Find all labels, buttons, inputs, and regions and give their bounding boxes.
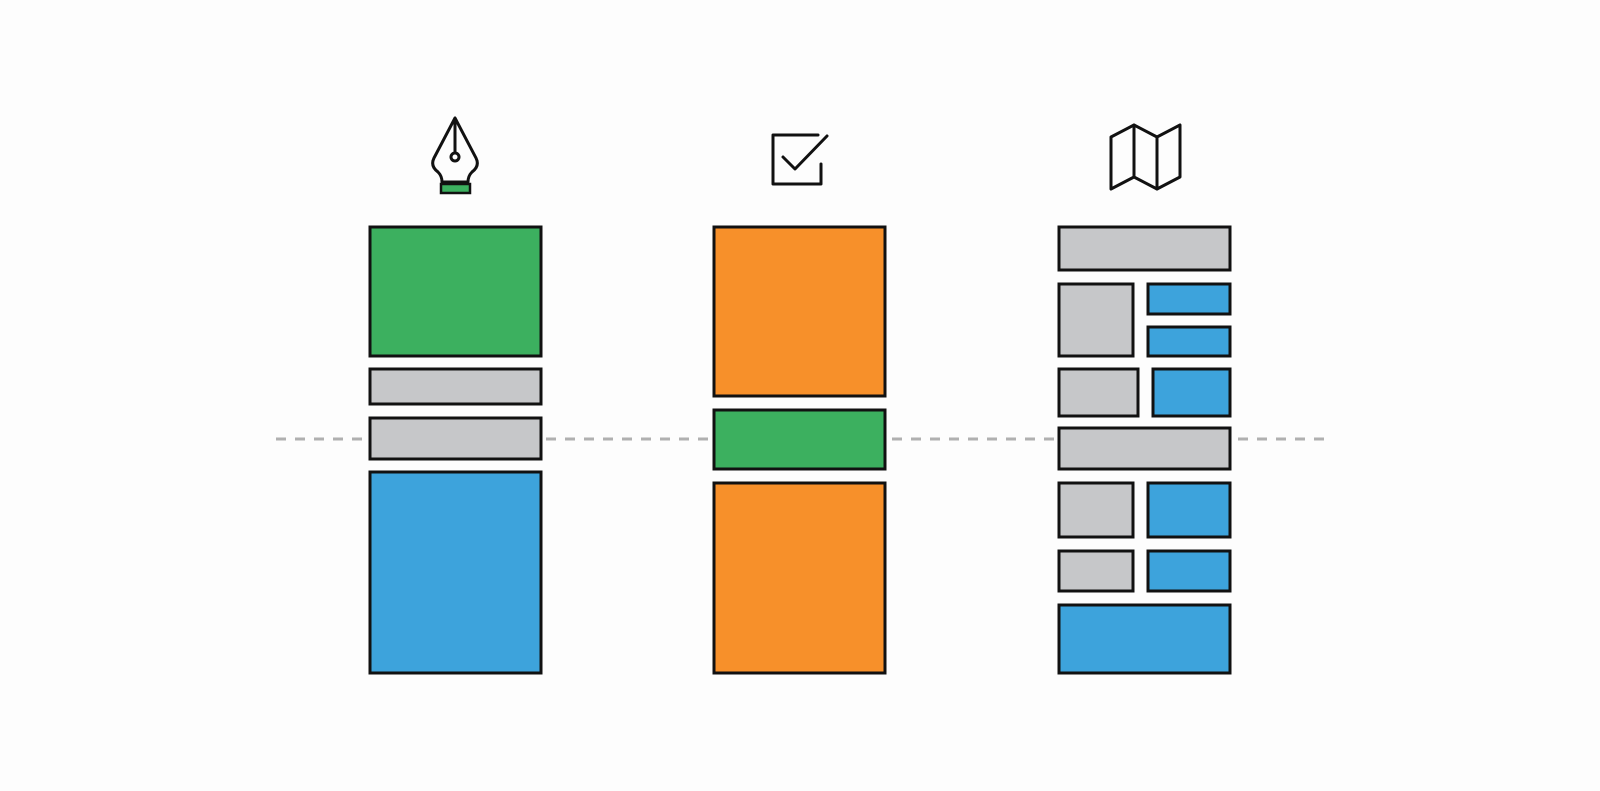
map-block-9 <box>1146 481 1232 539</box>
map-block-10 <box>1057 549 1135 593</box>
checkbox-checked-icon <box>771 133 829 186</box>
checkbox-block-2 <box>712 408 887 471</box>
map-block-11 <box>1146 549 1232 593</box>
map-block-6 <box>1151 367 1232 418</box>
map-block-2 <box>1057 282 1135 358</box>
column-checkbox <box>712 225 887 675</box>
pen-block-4 <box>368 470 543 675</box>
column-map <box>1057 225 1232 675</box>
pen-block-2 <box>368 367 543 406</box>
map-block-4 <box>1146 325 1232 358</box>
checkbox-block-1 <box>712 225 887 398</box>
folded-map-icon <box>1109 123 1182 191</box>
map-block-7 <box>1057 426 1232 471</box>
map-block-12 <box>1057 603 1232 675</box>
map-block-1 <box>1057 225 1232 272</box>
pen-nib-icon <box>431 116 479 195</box>
pen-block-3 <box>368 416 543 461</box>
map-block-5 <box>1057 367 1140 418</box>
checkbox-block-3 <box>712 481 887 675</box>
pen-block-1 <box>368 225 543 358</box>
map-block-3 <box>1146 282 1232 316</box>
pen-nib-icon-base <box>439 182 472 195</box>
map-block-8 <box>1057 481 1135 539</box>
column-pen <box>368 225 543 675</box>
